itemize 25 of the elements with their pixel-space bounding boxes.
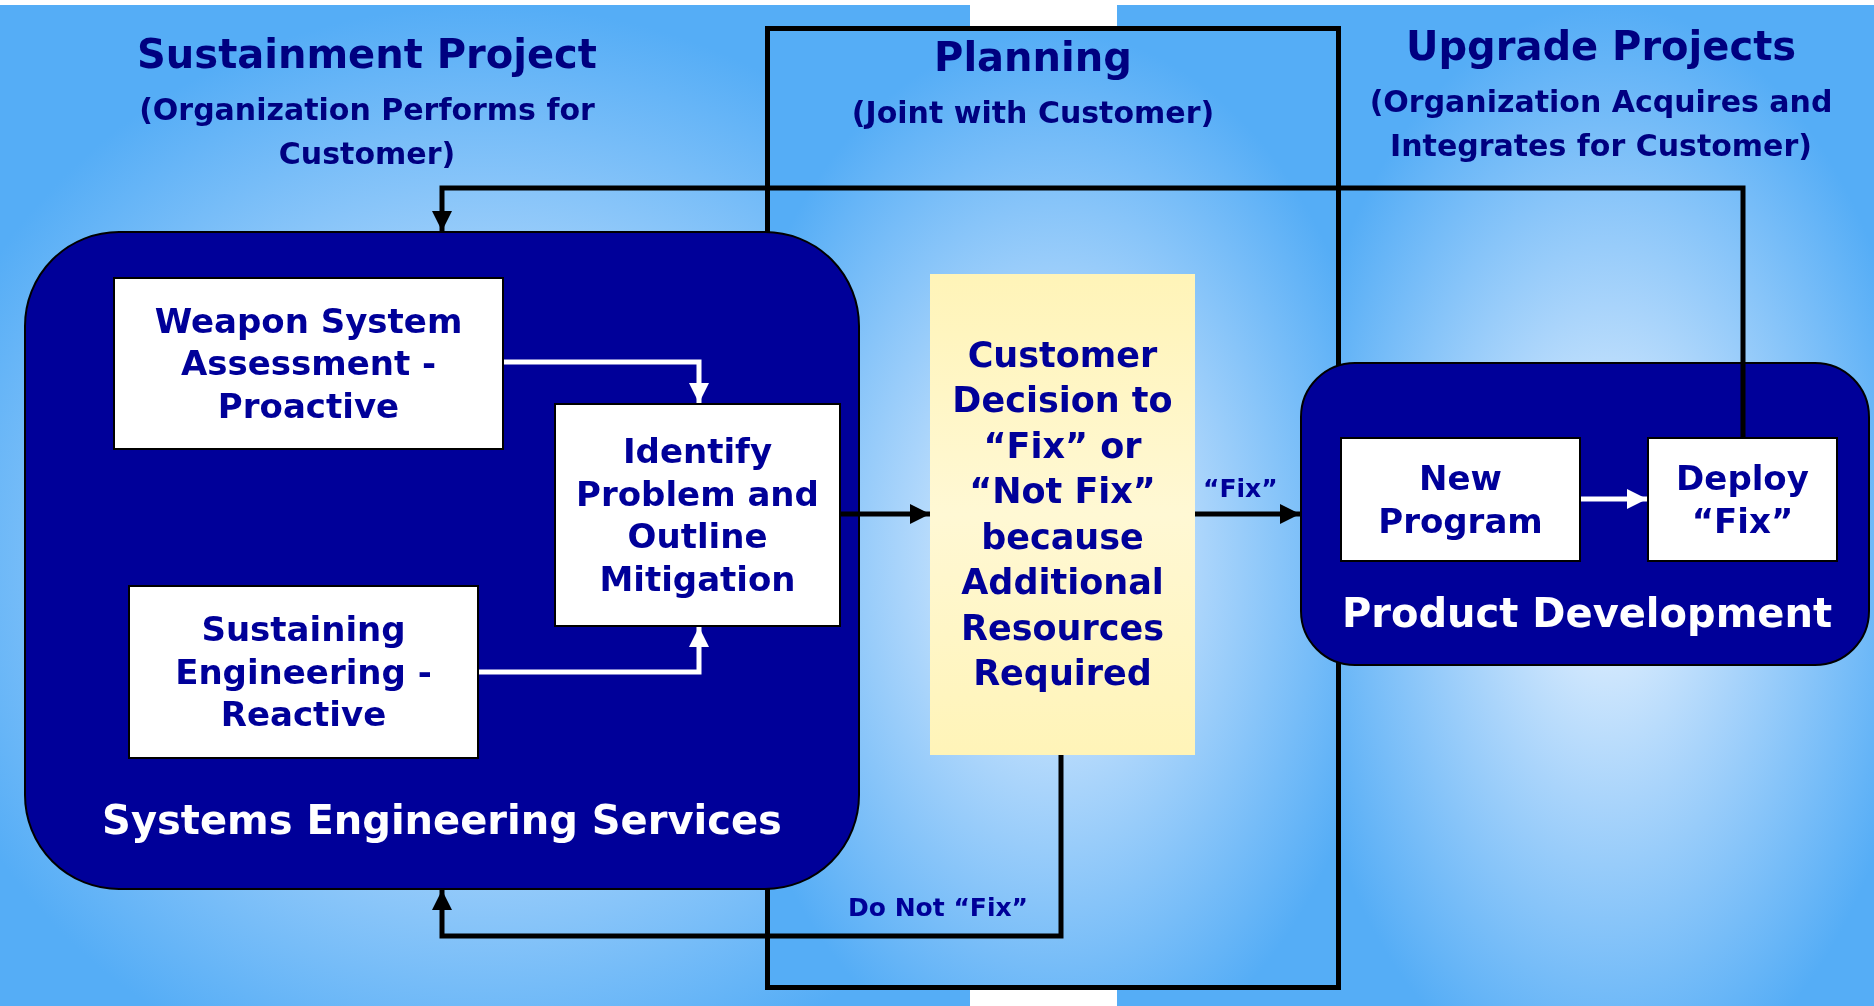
group-box (24, 231, 860, 890)
panel-title: Sustainment Project (136, 30, 598, 78)
edge-label: Do Not “Fix” (848, 893, 1029, 922)
panel-title: Planning (933, 33, 1133, 81)
arrow (432, 185, 1746, 437)
decision-box: Customer Decision to “Fix” or “Not Fix” because Additional Resources Required (930, 274, 1195, 755)
panel-subtitle: (Organization Acquires and Integrates for Customer) (1368, 83, 1834, 165)
arrow (432, 755, 1064, 939)
arrow (1581, 489, 1647, 509)
process-box: Deploy “Fix” (1647, 437, 1838, 562)
group-label: Systems Engineering Services (101, 797, 783, 843)
arrow (1195, 504, 1300, 524)
process-box: New Program (1340, 437, 1581, 562)
arrow (479, 627, 709, 675)
arrow (504, 359, 709, 403)
group-label: Product Development (1340, 590, 1834, 636)
process-box: Sustaining Engineering - Reactive (128, 585, 479, 759)
group-box (1300, 362, 1870, 666)
arrow (841, 504, 930, 524)
panel-title: Upgrade Projects (1404, 22, 1798, 70)
edge-label: “Fix” (1203, 474, 1278, 503)
panel-subtitle: (Joint with Customer) (850, 94, 1216, 132)
process-box: Identify Problem and Outline Mitigation (554, 403, 841, 627)
panel-subtitle: (Organization Performs for Customer) (138, 91, 596, 173)
process-box: Weapon System Assessment - Proactive (113, 277, 504, 450)
